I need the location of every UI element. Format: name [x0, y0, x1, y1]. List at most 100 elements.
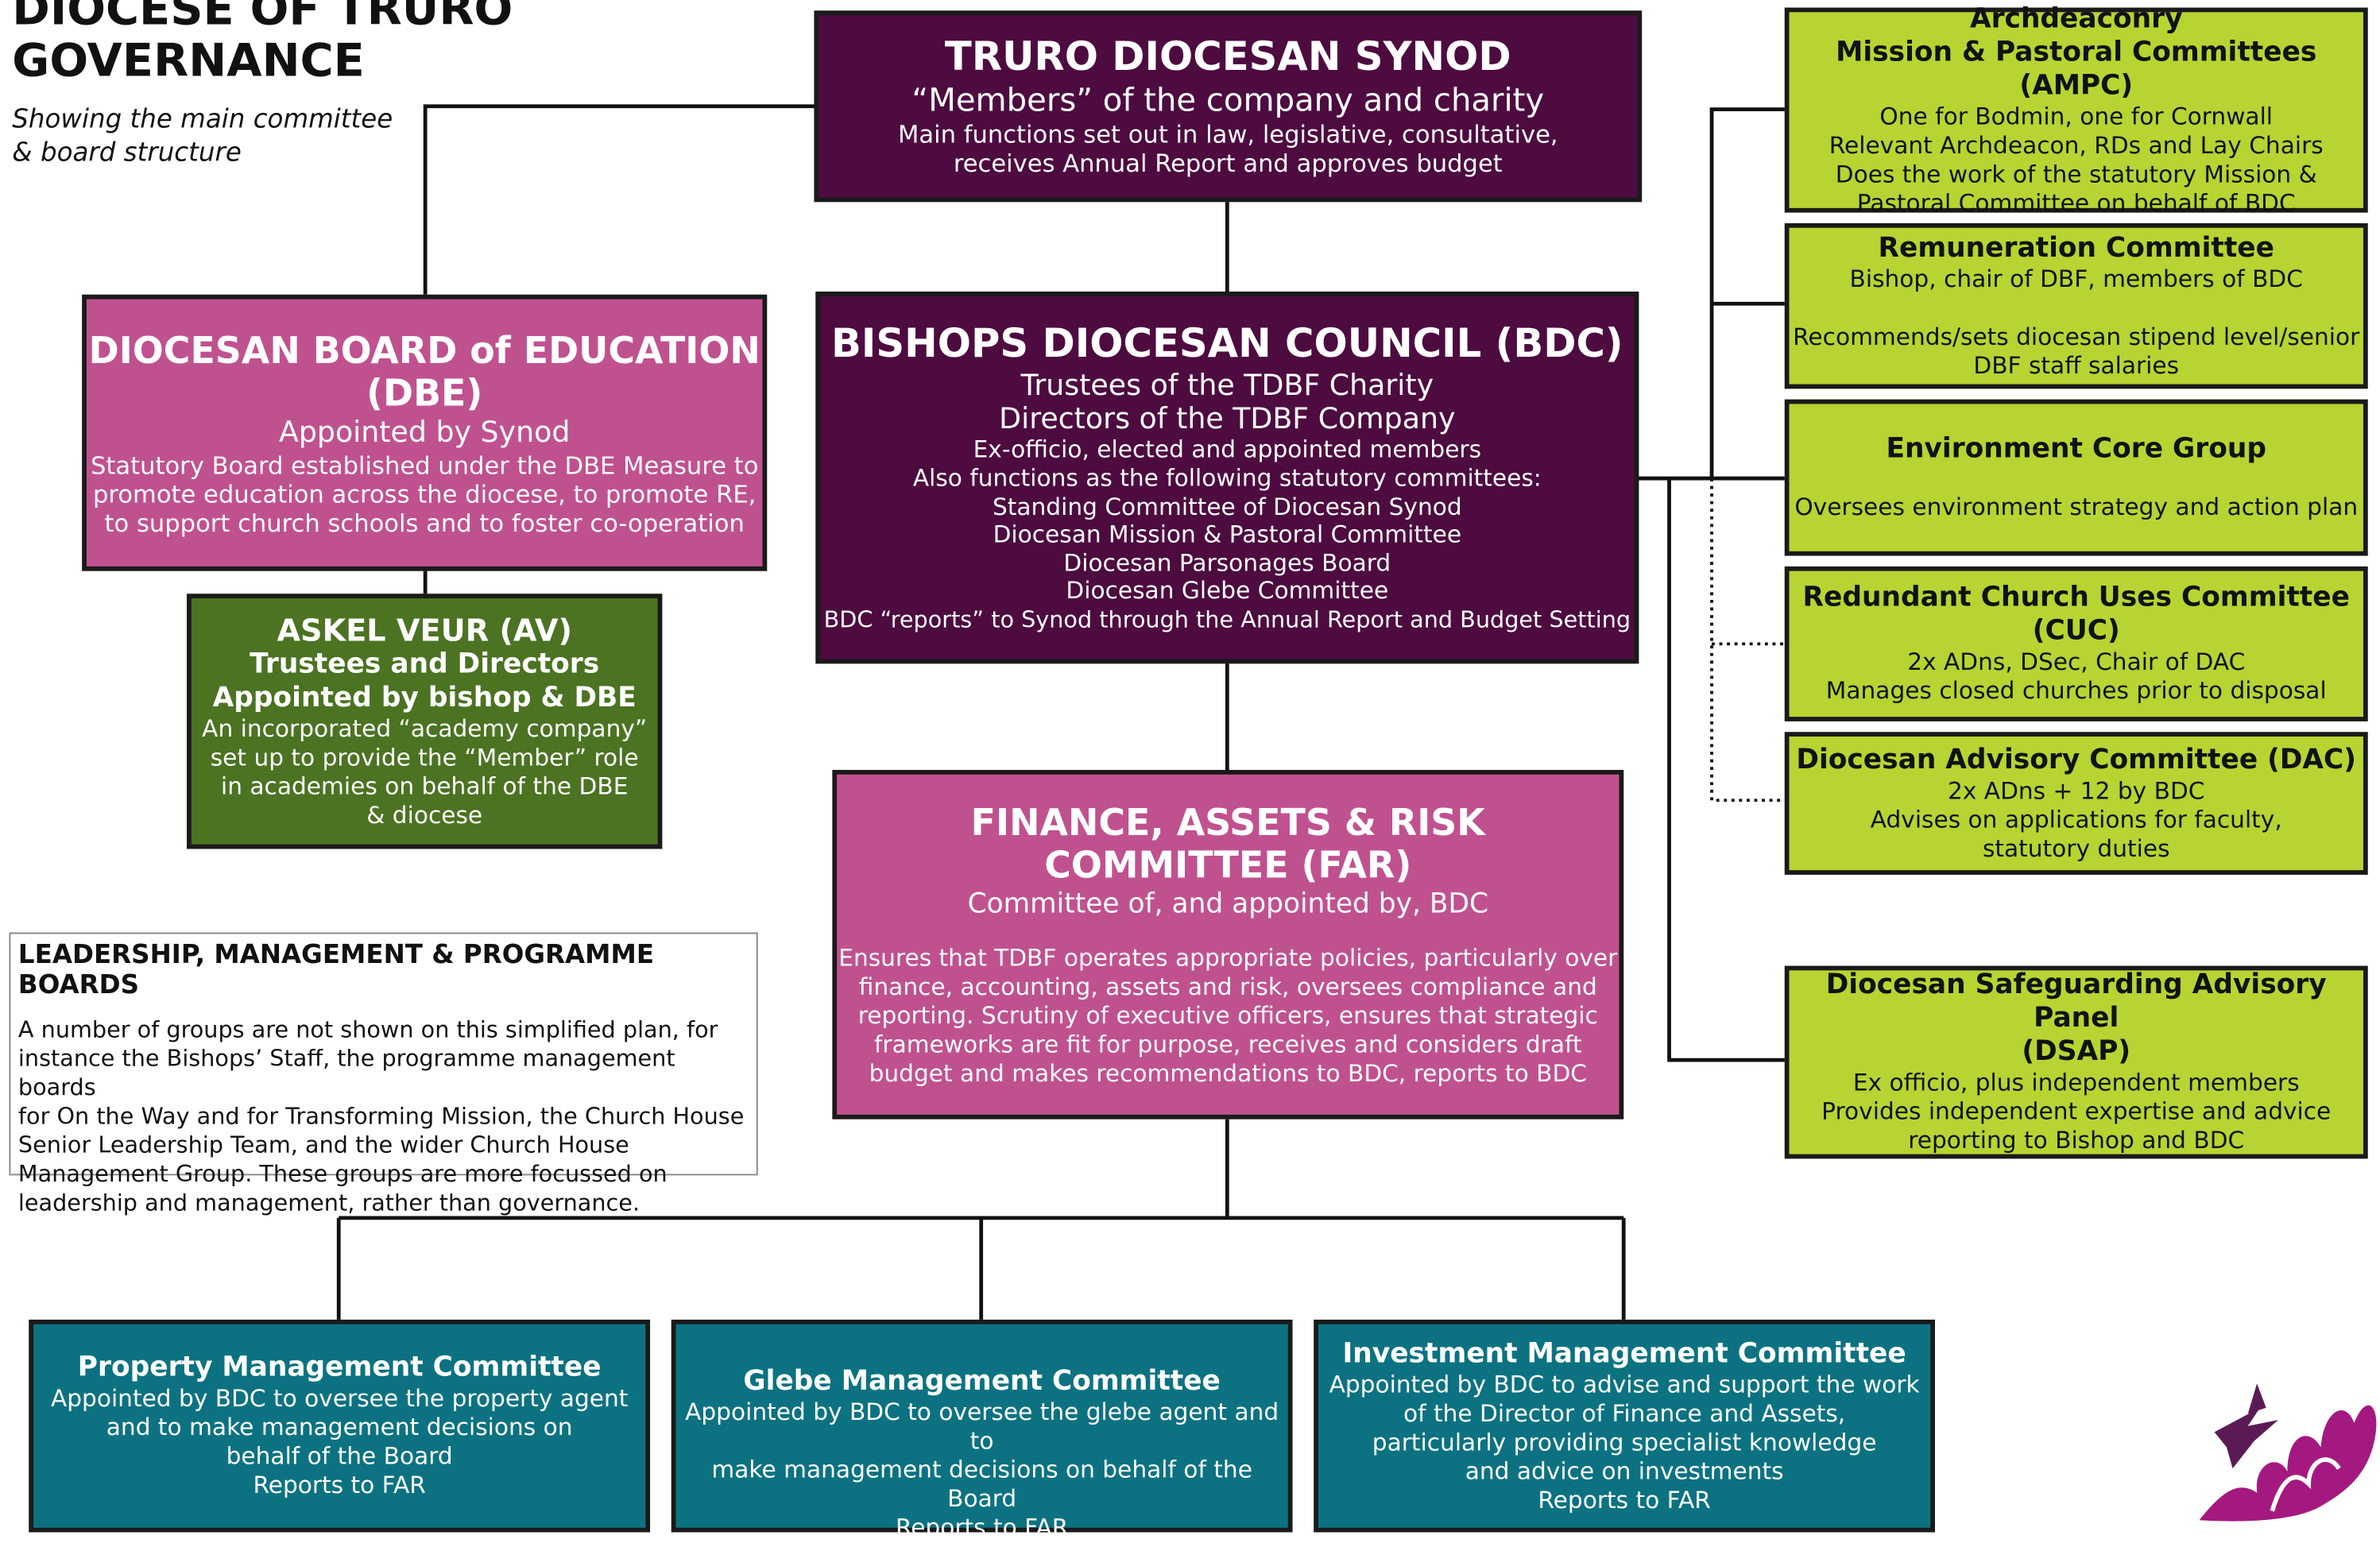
glebe-text: make management decisions on behalf of t…	[711, 1456, 1252, 1513]
far-text: frameworks are fit for purpose, receives…	[873, 1030, 1582, 1058]
dac-box: Diocesan Advisory Committee (DAC) 2x ADn…	[1784, 732, 2368, 875]
bdc-text: Ex-officio, elected and appointed member…	[973, 436, 1482, 464]
bdc-text: BDC “reports” to Synod through the Annua…	[823, 605, 1631, 633]
ampc-text: Relevant Archdeacon, RDs and Lay Chairs	[1829, 131, 2324, 159]
far-text: Ensures that TDBF operates appropriate p…	[838, 943, 1618, 972]
bdc-title: BISHOPS DIOCESAN COUNCIL (BDC)	[830, 323, 1623, 369]
investment-box: Investment Management Committee Appointe…	[1314, 1319, 1935, 1533]
av-subtitle: Trustees and Directors	[250, 648, 600, 681]
property-text: Appointed by BDC to oversee the property…	[50, 1385, 629, 1413]
cuc-text: 2x ADns, DSec, Chair of DAC	[1907, 648, 2246, 676]
title-line-2: GOVERNANCE	[12, 34, 365, 88]
bdc-text: Diocesan Mission & Pastoral Committee	[993, 520, 1462, 549]
investment-text: Reports to FAR	[1538, 1487, 1711, 1514]
glebe-title: Glebe Management Committee	[743, 1365, 1221, 1398]
ampc-title: Mission & Pastoral Committees (AMPC)	[1836, 35, 2317, 102]
property-box: Property Management Committee Appointed …	[29, 1319, 651, 1533]
dbe-subtitle: Appointed by Synod	[279, 415, 571, 449]
dsap-title: (DSAP)	[2022, 1035, 2131, 1068]
dsap-box: Diocesan Safeguarding Advisory Panel (DS…	[1784, 965, 2368, 1159]
dbe-title: (DBE)	[366, 371, 483, 414]
remuneration-text: DBF staff salaries	[1973, 351, 2180, 379]
glebe-text: Appointed by BDC to oversee the glebe ag…	[685, 1398, 1279, 1456]
cuc-box: Redundant Church Uses Committee (CUC) 2x…	[1784, 566, 2368, 721]
investment-text: Appointed by BDC to advise and support t…	[1329, 1371, 1920, 1399]
page-title: DIOCESE OF TRURO GOVERNANCE	[12, 0, 513, 88]
remuneration-title: Remuneration Committee	[1878, 231, 2274, 264]
dbe-box: DIOCESAN BOARD of EDUCATION (DBE) Appoin…	[82, 294, 768, 571]
synod-text: receives Annual Report and approves budg…	[953, 149, 1503, 178]
dbe-text: promote education across the diocese, to…	[93, 479, 757, 509]
dbe-text: Statutory Board established under the DB…	[90, 450, 759, 480]
page-subtitle: Showing the main committee & board struc…	[12, 103, 393, 170]
av-text: set up to provide the “Member” role	[210, 744, 639, 772]
environment-text: Oversees environment strategy and action…	[1794, 493, 2359, 521]
cuc-title: Redundant Church Uses Committee	[1802, 582, 2350, 614]
far-subtitle: Committee of, and appointed by, BDC	[967, 888, 1488, 920]
investment-text: and advice on investments	[1465, 1457, 1784, 1486]
dsap-text: Ex officio, plus independent members	[1852, 1069, 2300, 1096]
bdc-text: Standing Committee of Diocesan Synod	[992, 493, 1462, 520]
dsap-text: reporting to Bishop and BDC	[1908, 1127, 2245, 1154]
title-line-1: DIOCESE OF TRURO	[12, 0, 513, 37]
glebe-box: Glebe Management Committee Appointed by …	[671, 1319, 1293, 1541]
far-title: FINANCE, ASSETS & RISK	[970, 801, 1485, 844]
ampc-title: Archdeaconry	[1969, 2, 2183, 35]
cuc-text: Manages closed churches prior to disposa…	[1825, 677, 2327, 705]
dac-text: Advises on applications for faculty,	[1870, 805, 2282, 833]
dsap-title: Diocesan Safeguarding Advisory Panel	[1825, 969, 2327, 1034]
dbe-text: to support church schools and to foster …	[104, 508, 745, 537]
ampc-text: One for Bodmin, one for Cornwall	[1879, 102, 2274, 130]
dac-title: Diocesan Advisory Committee (DAC)	[1796, 743, 2357, 775]
far-text: finance, accounting, assets and risk, ov…	[858, 973, 1597, 1000]
ampc-box: Archdeaconry Mission & Pastoral Committe…	[1784, 2, 2368, 216]
dsap-text: Provides independent expertise and advic…	[1821, 1097, 2332, 1126]
dbe-title: DIOCESAN BOARD of EDUCATION	[88, 328, 760, 372]
av-text: An incorporated “academy company”	[202, 715, 648, 743]
leadership-note-body: A number of groups are not shown on this…	[17, 1015, 745, 1216]
leadership-note: LEADERSHIP, MANAGEMENT & PROGRAMME BOARD…	[9, 932, 758, 1216]
subtitle-line-1: Showing the main committee	[12, 104, 393, 136]
property-text: behalf of the Board	[226, 1442, 453, 1471]
environment-box: Environment Core Group Oversees environm…	[1784, 399, 2368, 556]
far-box: FINANCE, ASSETS & RISK COMMITTEE (FAR) C…	[832, 770, 1624, 1120]
property-text: Reports to FAR	[253, 1471, 426, 1499]
ampc-text: Does the work of the statutory Mission &	[1835, 160, 2317, 188]
property-title: Property Management Committee	[77, 1352, 602, 1384]
av-subtitle: Appointed by bishop & DBE	[212, 682, 637, 714]
investment-text: particularly providing specialist knowle…	[1372, 1429, 1877, 1456]
leadership-note-heading: LEADERSHIP, MANAGEMENT & PROGRAMME BOARD…	[17, 940, 655, 1001]
bdc-text: Diocesan Glebe Committee	[1066, 578, 1389, 605]
askel-veur-box: ASKEL VEUR (AV) Trustees and Directors A…	[187, 594, 663, 849]
investment-title: Investment Management Committee	[1342, 1337, 1906, 1370]
remuneration-box: Remuneration Committee Bishop, chair of …	[1784, 222, 2368, 389]
synod-box: TRURO DIOCESAN SYNOD “Members” of the co…	[814, 10, 1643, 203]
far-title: COMMITTEE (FAR)	[1044, 843, 1412, 887]
dac-text: 2x ADns + 12 by BDC	[1948, 776, 2205, 805]
dac-text: statutory duties	[1982, 834, 2170, 862]
far-text: reporting. Scrutiny of executive officer…	[857, 1001, 1598, 1029]
av-title: ASKEL VEUR (AV)	[277, 612, 572, 649]
cuc-title: (CUC)	[2032, 615, 2120, 648]
bdc-text: Also functions as the following statutor…	[912, 464, 1542, 493]
bdc-text: Diocesan Parsonages Board	[1063, 549, 1391, 577]
bdc-box: BISHOPS DIOCESAN COUNCIL (BDC) Trustees …	[815, 291, 1639, 664]
synod-subtitle: “Members” of the company and charity	[911, 82, 1545, 119]
property-text: and to make management decisions on	[106, 1413, 573, 1441]
remuneration-text: Recommends/sets diocesan stipend level/s…	[1793, 323, 2360, 350]
synod-text: Main functions set out in law, legislati…	[897, 119, 1558, 149]
remuneration-text: Bishop, chair of DBF, members of BDC	[1849, 265, 2303, 292]
synod-title: TRURO DIOCESAN SYNOD	[944, 34, 1511, 81]
environment-title: Environment Core Group	[1886, 432, 2267, 465]
ampc-text: Pastoral Committee on behalf of BDC	[1856, 188, 2296, 217]
av-text: & diocese	[366, 802, 483, 830]
bdc-subtitle: Directors of the TDBF Company	[999, 403, 1456, 437]
bdc-subtitle: Trustees of the TDBF Charity	[1020, 369, 1434, 404]
investment-text: of the Director of Finance and Assets,	[1403, 1400, 1846, 1428]
far-text: budget and makes recommendations to BDC,…	[869, 1059, 1587, 1087]
av-text: in academies on behalf of the DBE	[220, 772, 629, 801]
subtitle-line-2: & board structure	[12, 137, 242, 169]
glebe-text: Reports to FAR	[895, 1514, 1069, 1541]
